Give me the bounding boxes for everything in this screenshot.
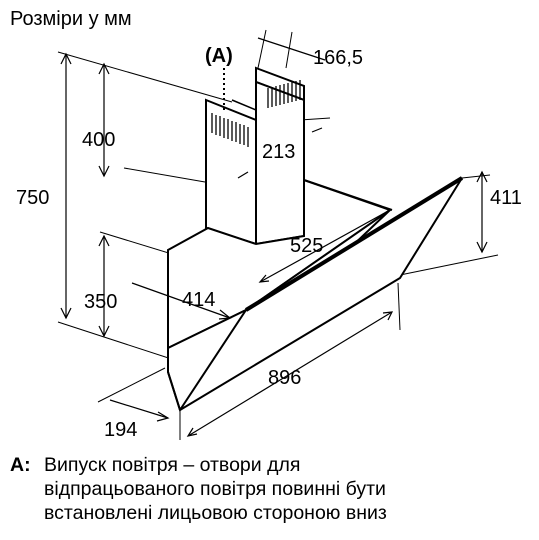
dim-chimney-width: 213 (262, 141, 295, 163)
glass-panel (179, 176, 464, 411)
dim-body-width: 414 (182, 289, 215, 311)
dim-chimney-depth: 166,5 (313, 47, 363, 69)
note-marker: A: (10, 454, 31, 476)
dimension-lines (60, 37, 488, 437)
dim-glass-width: 896 (268, 367, 301, 389)
marker-a-label: (A) (205, 45, 233, 67)
air-outlet-note: A: Випуск повітря – отвори для відпрацьо… (10, 453, 535, 525)
note-line-2: відпрацьованого повітря повинні бути (44, 478, 386, 500)
note-line-1: Випуск повітря – отвори для (44, 454, 301, 476)
dim-total-height: 750 (16, 187, 49, 209)
dim-chimney-height: 400 (82, 129, 115, 151)
vent-slots (211, 80, 301, 147)
dim-body-depth: 525 (290, 235, 323, 257)
dim-glass-height: 411 (490, 187, 522, 209)
note-line-3: встановлені лицьовою стороною вниз (44, 502, 387, 524)
dim-front-depth: 194 (104, 419, 137, 441)
page-title: Розміри у мм (10, 8, 132, 30)
dim-lower-height: 350 (84, 291, 117, 313)
